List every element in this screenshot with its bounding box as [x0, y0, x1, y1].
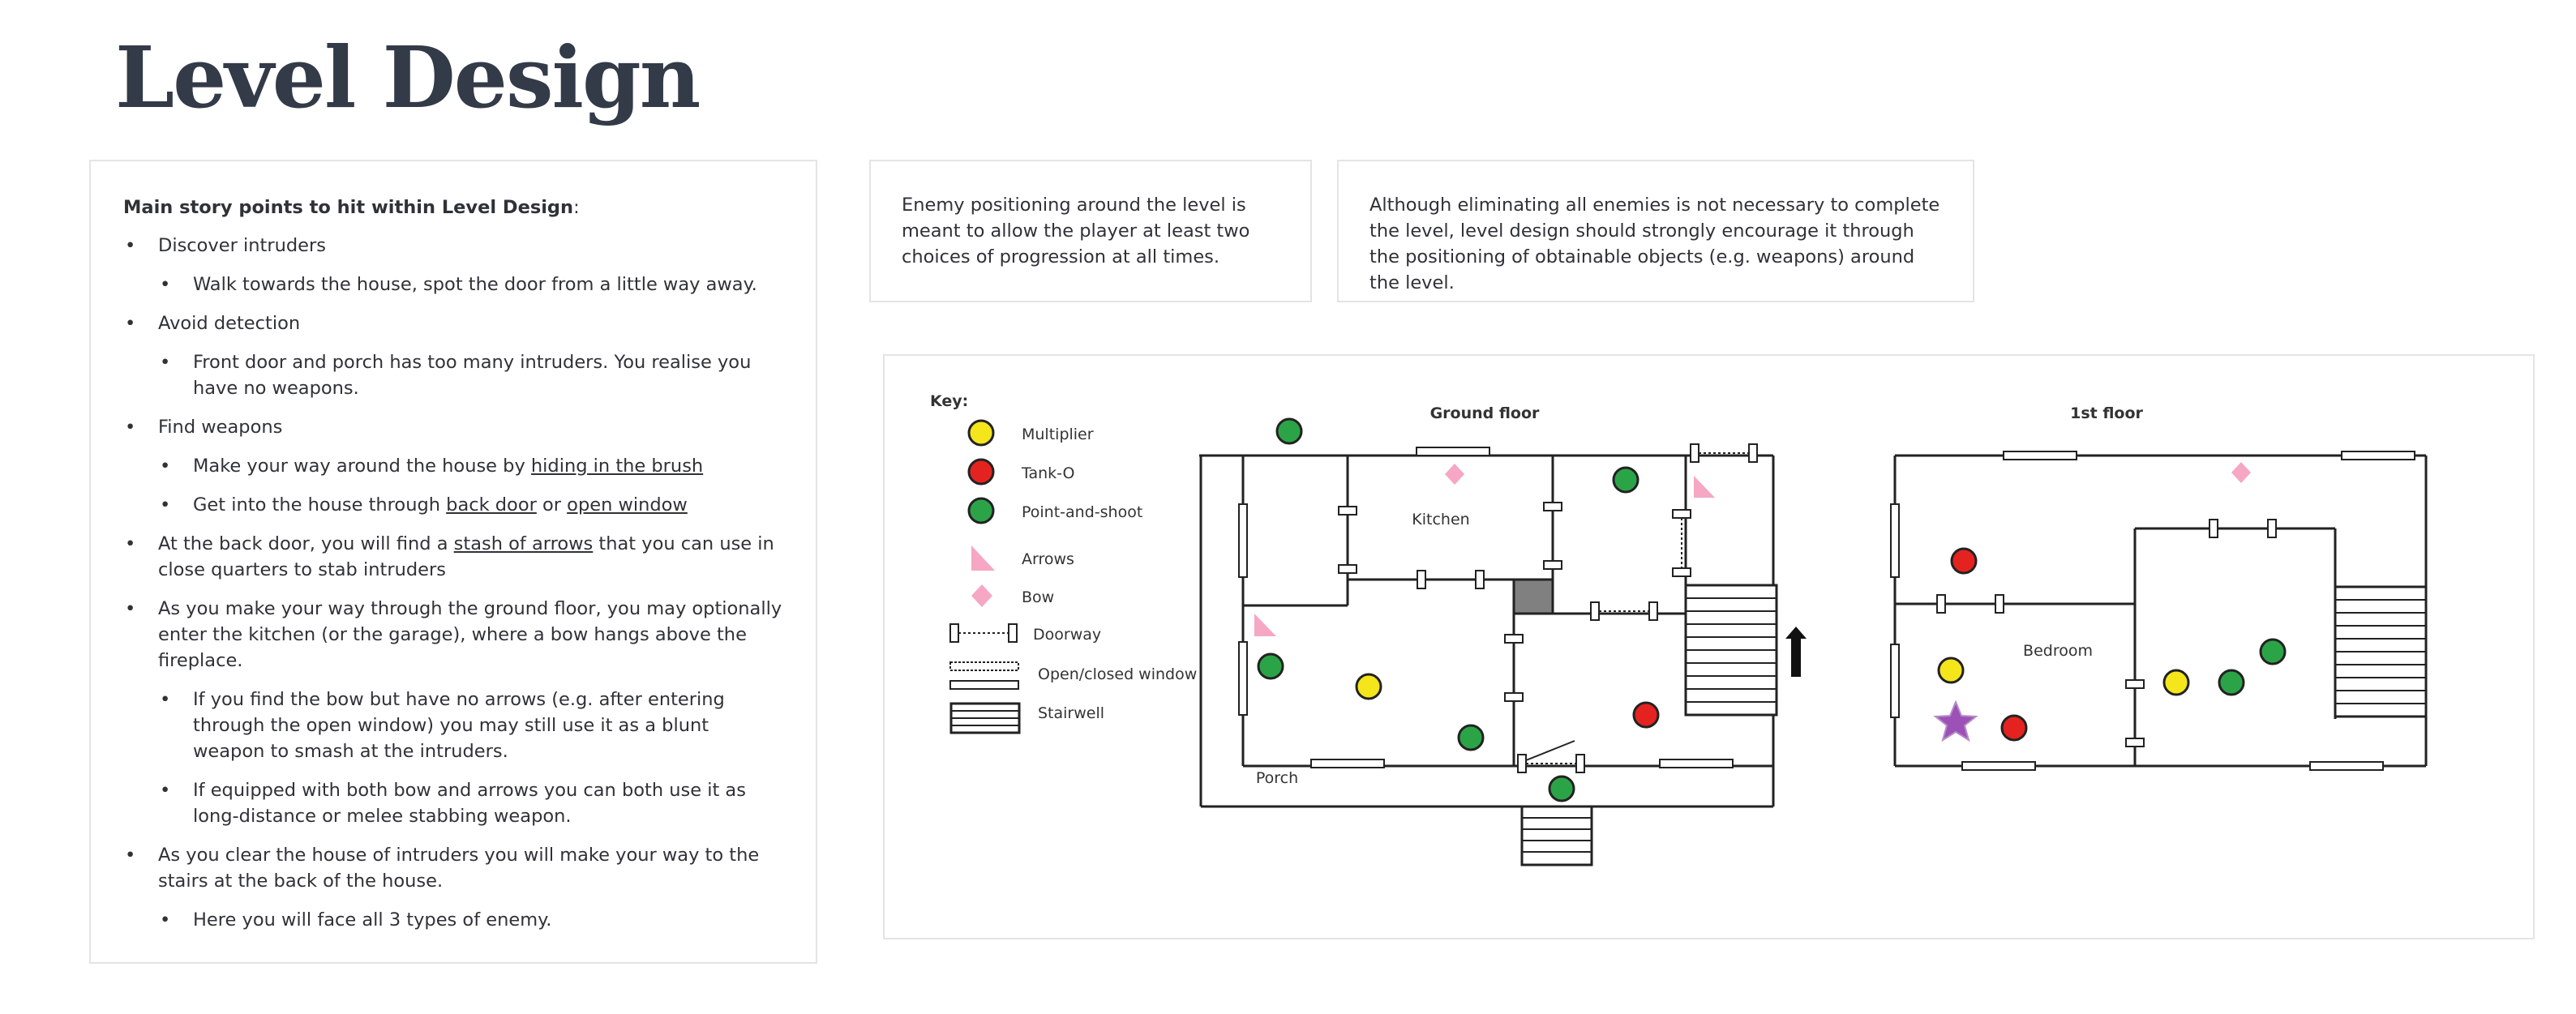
note-eliminating-enemies-text: Although eliminating all enemies is not … [1369, 195, 1940, 293]
key-bow-icon [971, 584, 992, 607]
story-point: If equipped with both bow and arrows you… [123, 777, 783, 829]
first-floor-bow-icon [2231, 462, 2251, 483]
story-link[interactable]: stash of arrows [453, 533, 594, 554]
key-stairwell-icon [949, 702, 1021, 734]
key-doorway-icon [949, 623, 1018, 643]
story-text: Front door and porch has too many intrud… [193, 352, 752, 399]
key-bow-label: Bow [1022, 588, 1054, 606]
story-point: As you clear the house of intruders you … [123, 842, 783, 894]
ground-bow-icon [1445, 464, 1464, 485]
story-point: Walk towards the house, spot the door fr… [123, 272, 783, 297]
point-and-shoot-enemy [1275, 417, 1303, 445]
story-text: At the back door, you will find a [158, 533, 454, 554]
front-steps [1520, 805, 1593, 866]
fireplace [1512, 578, 1554, 615]
story-text: Walk towards the house, spot the door fr… [193, 274, 757, 295]
story-link[interactable]: open window [567, 494, 688, 516]
story-link[interactable]: back door [446, 494, 537, 516]
key-arrows-icon [971, 546, 995, 571]
note-enemy-positioning: Enemy positioning around the level is me… [869, 160, 1312, 302]
key-multiplier-label: Multiplier [1022, 426, 1094, 443]
story-text: If equipped with both bow and arrows you… [193, 780, 746, 827]
point-and-shoot-enemy [1548, 775, 1575, 802]
story-point: Discover intruders [123, 233, 783, 259]
point-and-shoot-enemy [1257, 652, 1284, 680]
story-text: Find weapons [158, 417, 283, 438]
point-and-shoot-enemy [2259, 638, 2287, 665]
story-text: Avoid detection [158, 313, 301, 334]
story-text: Here you will face all 3 types of enemy. [193, 909, 552, 931]
story-point: Avoid detection [123, 310, 783, 336]
story-text: Get into the house through [193, 494, 447, 516]
story-points-card: Main story points to hit within Level De… [89, 160, 817, 964]
ground-floor-title: Ground floor [1430, 404, 1540, 422]
key-point-and-shoot-label: Point-and-shoot [1022, 503, 1142, 521]
note-eliminating-enemies: Although eliminating all enemies is not … [1337, 160, 1974, 302]
story-point: Make your way around the house by hiding… [123, 453, 783, 479]
multiplier-enemy [1355, 673, 1382, 700]
story-point: Find weapons [123, 414, 783, 440]
bedroom-label: Bedroom [2023, 642, 2093, 660]
key-multiplier-icon [967, 419, 995, 447]
multiplier-enemy [1937, 657, 1965, 684]
ground-arrows-icon [1694, 476, 1715, 498]
story-text: Discover intruders [158, 235, 326, 256]
story-link[interactable]: hiding in the brush [530, 456, 704, 477]
story-point: As you make your way through the ground … [123, 596, 783, 674]
key-arrows-label: Arrows [1022, 550, 1074, 568]
kitchen-label: Kitchen [1412, 511, 1469, 528]
page-title: Level Design [115, 28, 701, 127]
story-point: Get into the house through back door or … [123, 492, 783, 518]
ground-floor-plan: Kitchen Porch [1199, 417, 1807, 866]
point-and-shoot-enemy [1612, 466, 1639, 494]
story-point: If you find the bow but have no arrows (… [123, 687, 783, 764]
tank-o-enemy [1632, 701, 1660, 729]
story-heading-bold: Main story points to hit within Level De… [123, 197, 574, 218]
story-point: Here you will face all 3 types of enemy. [123, 907, 783, 933]
tank-o-enemy [1950, 547, 1978, 575]
story-text: As you make your way through the ground … [158, 598, 782, 671]
key-title: Key: [930, 392, 968, 410]
key-window-label: Open/closed window [1038, 665, 1197, 683]
key-tank-o-label: Tank-O [1021, 464, 1075, 482]
porch-label: Porch [1256, 769, 1298, 787]
story-list: Discover intrudersWalk towards the house… [123, 233, 783, 933]
story-text: As you clear the house of intruders you … [158, 845, 760, 892]
key-tank-o-icon [967, 458, 995, 486]
story-text: that you can use in close quarters to st… [158, 533, 774, 580]
story-point: Front door and porch has too many intrud… [123, 349, 783, 401]
note-enemy-positioning-text: Enemy positioning around the level is me… [902, 195, 1250, 267]
story-text: Make your way around the house by [193, 456, 531, 477]
level-map: Key: Multiplier Tank-O Point-and-shoot A… [930, 392, 2428, 866]
level-map-card: Key: Multiplier Tank-O Point-and-shoot A… [883, 354, 2535, 939]
first-floor-plan: Bedroom [1890, 451, 2428, 771]
point-and-shoot-enemy [2218, 669, 2245, 696]
star-icon [1933, 700, 1978, 742]
key-stairwell-label: Stairwell [1038, 704, 1104, 722]
tank-o-enemy [2000, 714, 2028, 742]
key-window-icon [949, 661, 1019, 690]
ground-arrows-icon [1254, 614, 1276, 636]
point-and-shoot-enemy [1457, 724, 1485, 751]
key-doorway-label: Doorway [1033, 626, 1101, 644]
story-text: or [536, 494, 568, 516]
key-point-and-shoot-icon [967, 497, 995, 524]
multiplier-enemy [2162, 669, 2190, 696]
story-heading-colon: : [573, 197, 580, 218]
first-floor-title: 1st floor [2070, 404, 2143, 422]
story-heading: Main story points to hit within Level De… [123, 194, 783, 221]
arrow-up-icon [1785, 627, 1807, 677]
story-point: At the back door, you will find a stash … [123, 531, 783, 583]
story-text: If you find the bow but have no arrows (… [193, 689, 725, 762]
